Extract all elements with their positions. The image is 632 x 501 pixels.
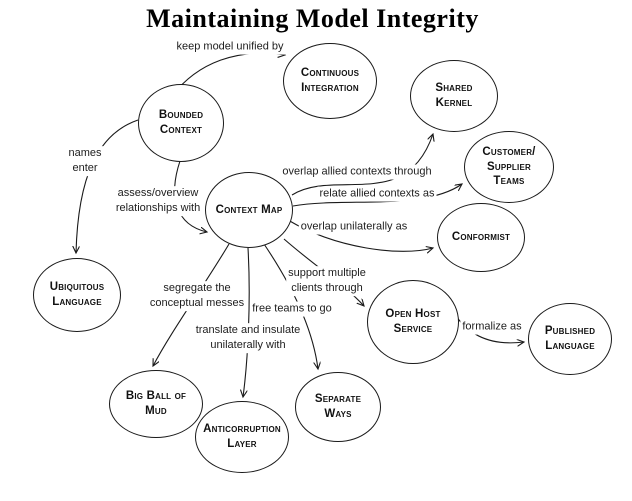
edge-relate-allied-contexts-as	[292, 184, 462, 207]
node-anticorruption-layer: Anticorruption Layer	[195, 401, 289, 473]
edge-label-overlap-allied-contexts-through: overlap allied contexts through	[280, 164, 434, 180]
node-label-big-ball-of-mud: Big Ball of Mud	[125, 390, 187, 417]
edge-overlap-allied-contexts-through	[291, 134, 433, 196]
node-label-customer-supplier-teams: Customer/ Supplier Teams	[482, 145, 536, 188]
node-published-language: Published Language	[528, 303, 612, 375]
node-continuous-integration: Continuous Integration	[283, 43, 377, 119]
node-big-ball-of-mud: Big Ball of Mud	[109, 370, 203, 438]
node-label-anticorruption-layer: Anticorruption Layer	[203, 423, 281, 450]
node-label-separate-ways: Separate Ways	[314, 393, 362, 420]
node-shared-kernel: Shared Kernel	[410, 60, 498, 132]
node-label-conformist: Conformist	[451, 231, 511, 244]
node-open-host-service: Open Host Service	[367, 280, 459, 364]
node-customer-supplier-teams: Customer/ Supplier Teams	[464, 131, 554, 203]
node-conformist: Conformist	[437, 203, 525, 272]
node-ubiquitous-language: Ubiquitous Language	[33, 258, 121, 332]
node-bounded-context: Bounded Context	[138, 84, 224, 162]
node-label-published-language: Published Language	[544, 325, 596, 352]
node-label-continuous-integration: Continuous Integration	[300, 67, 360, 94]
edge-label-free-teams-to-go: free teams to go	[250, 301, 334, 317]
edge-label-overlap-unilaterally-as: overlap unilaterally as	[298, 219, 410, 235]
node-label-ubiquitous-language: Ubiquitous Language	[49, 281, 105, 308]
edge-label-translate-and-insulate-unilaterally-with: translate and insulate unilaterally with	[193, 323, 303, 353]
edge-label-assess-overview-relationships-with: assess/overview relationships with	[113, 186, 203, 216]
node-label-bounded-context: Bounded Context	[158, 109, 204, 136]
node-label-shared-kernel: Shared Kernel	[435, 82, 473, 109]
node-separate-ways: Separate Ways	[295, 372, 381, 442]
node-label-open-host-service: Open Host Service	[385, 308, 441, 335]
node-context-map: Context Map	[205, 172, 293, 248]
edge-label-keep-model-unified-by: keep model unified by	[174, 39, 286, 55]
edge-label-names-enter: names enter	[66, 146, 104, 176]
edge-label-support-multiple-clients-through: support multiple clients through	[286, 266, 368, 296]
diagram-title: Maintaining Model Integrity	[146, 4, 479, 33]
edge-label-relate-allied-contexts-as: relate allied contexts as	[317, 186, 437, 202]
node-label-context-map: Context Map	[215, 203, 283, 216]
edge-label-formalize-as: formalize as	[460, 319, 524, 335]
edge-label-segregate-the-conceptual-messes: segregate the conceptual messes	[147, 281, 247, 311]
edge-formalize-as	[455, 315, 524, 343]
